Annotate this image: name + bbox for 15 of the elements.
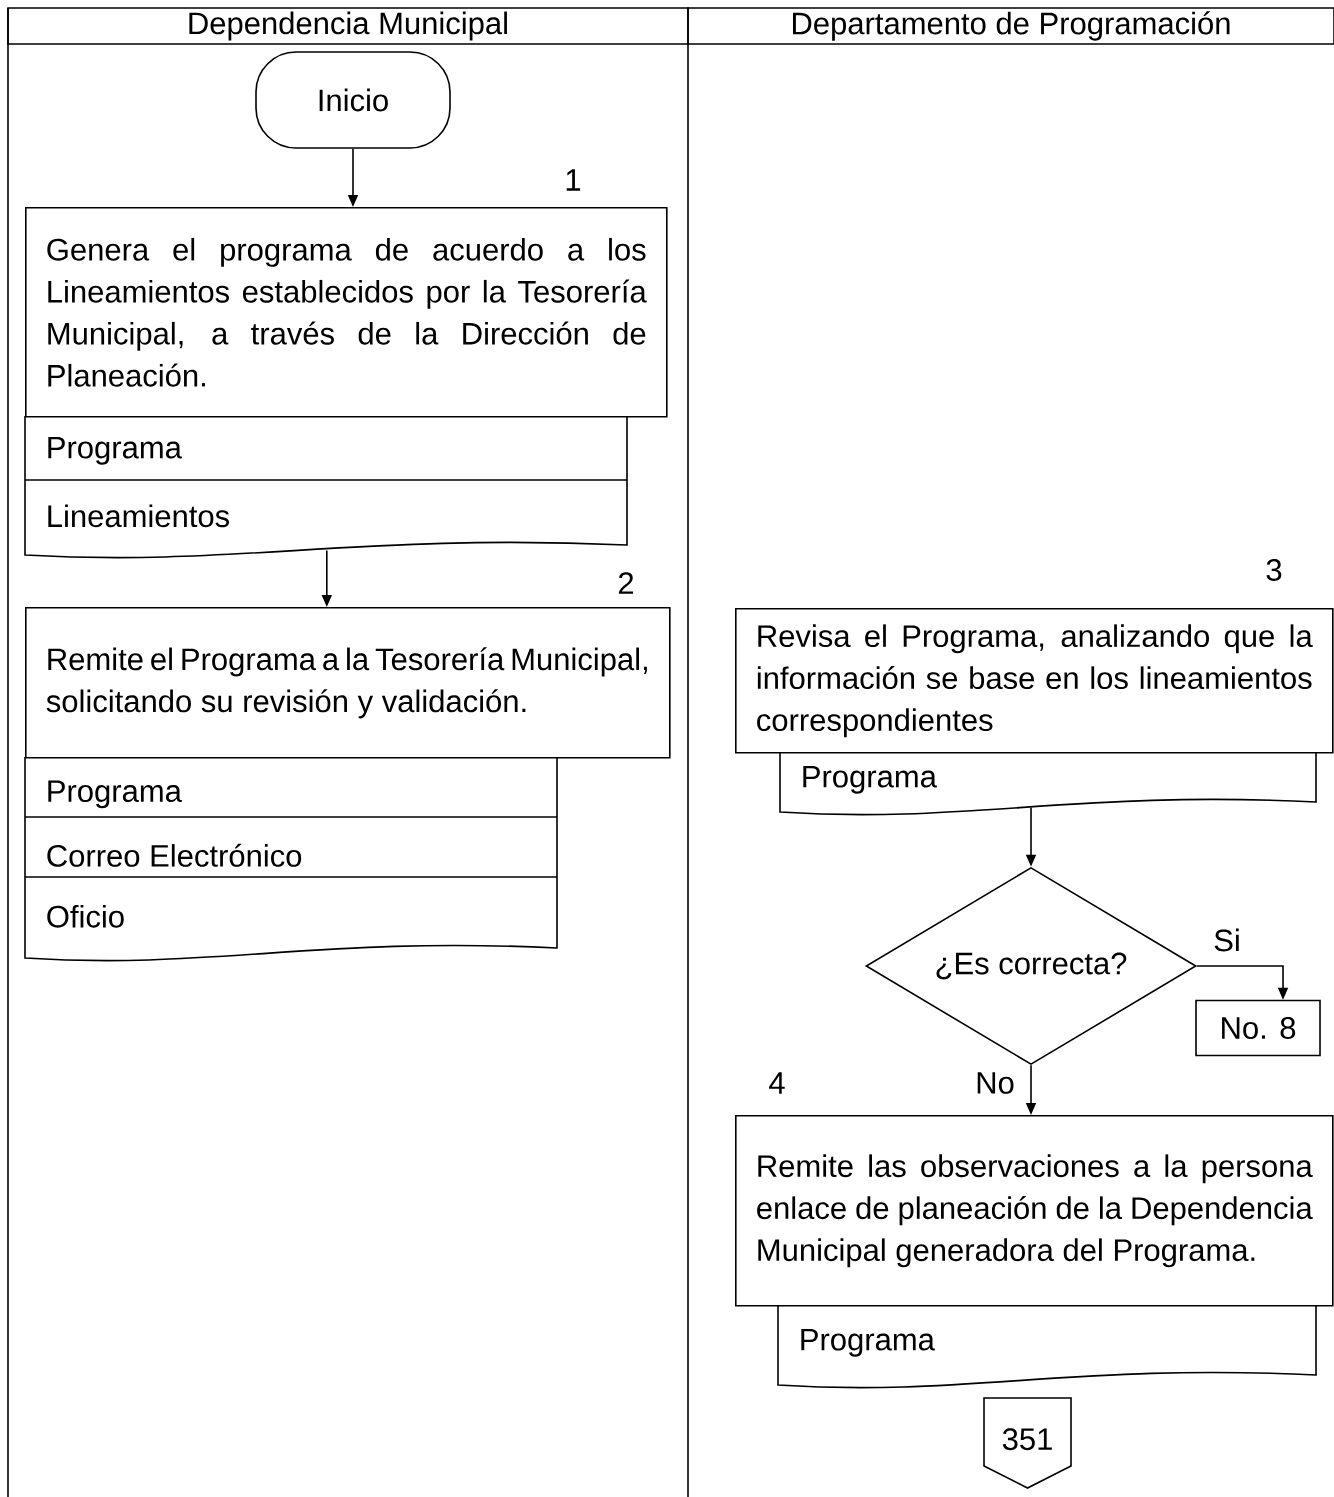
step-number: 2: [618, 572, 634, 594]
edge-label: Si: [1211, 926, 1243, 954]
step-number: 4: [769, 1072, 785, 1094]
connector-box: No. 8: [1195, 999, 1321, 1057]
off-page-connector: 351: [983, 1397, 1072, 1489]
lane-header: Dependencia Municipal: [7, 7, 689, 45]
edge-label: No: [973, 1070, 1017, 1096]
process-box: Revisa el Programa, analizando que la información se base en los lineamientos correspondientes: [735, 608, 1334, 754]
step-number: 3: [1266, 559, 1282, 581]
step-number: 1: [566, 169, 581, 191]
process-box: Remite el Programa a la Tesorería Municipal, solicitando su revisión y validación.: [25, 607, 671, 759]
process-box: Remite las observaciones a la persona enlace de planeación de la Dependencia Municipal generadora del Programa.: [735, 1115, 1334, 1307]
lane-header: Departamento de Programación: [687, 7, 1334, 45]
process-box: Genera el programa de acuerdo a los Lineamientos establecidos por la Tesorería Municipal, a través de la Dirección de Planeación.: [25, 207, 668, 418]
terminal-box: Inicio: [255, 51, 451, 149]
